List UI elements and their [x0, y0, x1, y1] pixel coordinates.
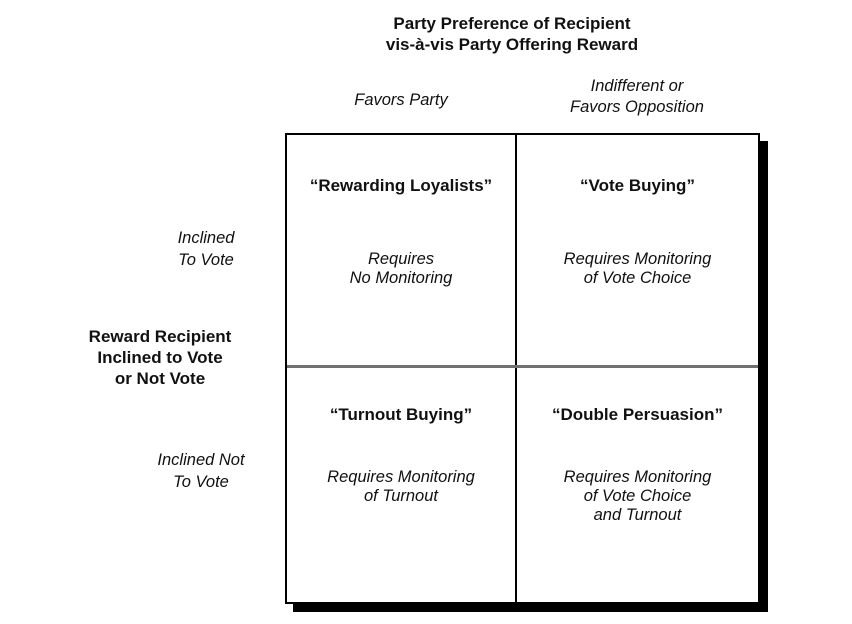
- matrix-box: “Rewarding Loyalists” Requires No Monito…: [285, 133, 760, 604]
- cell-turnout-buying-description: Requires Monitoring of Turnout: [327, 468, 475, 505]
- row-header-inclined-to-vote: Inclined To Vote: [177, 229, 235, 269]
- cell-double-persuasion-heading: “Double Persuasion”: [552, 405, 723, 424]
- cell-vote-buying-description: Requires Monitoring of Vote Choice: [563, 250, 712, 287]
- cell-rewarding-loyalists-description: Requires No Monitoring: [349, 250, 453, 287]
- cell-rewarding-loyalists-heading: “Rewarding Loyalists”: [309, 176, 493, 195]
- cell-double-persuasion-description: Requires Monitoring of Vote Choice and T…: [563, 468, 712, 524]
- horizontal-divider: [287, 365, 758, 368]
- row-axis-title: Reward Recipient Inclined to Vote or Not…: [88, 327, 232, 388]
- column-axis-title-line2: vis-à-vis Party Offering Reward: [385, 35, 639, 54]
- row-header-inclined-not-to-vote: Inclined Not To Vote: [157, 451, 245, 491]
- vertical-divider: [515, 135, 517, 602]
- column-header-indifferent-or-favors-opposition: Indifferent or Favors Opposition: [570, 77, 704, 116]
- cell-vote-buying-heading: “Vote Buying”: [580, 176, 695, 195]
- column-header-favors-party: Favors Party: [354, 91, 448, 109]
- column-axis-title-line1: Party Preference of Recipient: [393, 14, 631, 33]
- column-axis-title: Party Preference of Recipient vis-à-vis …: [262, 13, 762, 55]
- cell-turnout-buying-heading: “Turnout Buying”: [329, 405, 473, 424]
